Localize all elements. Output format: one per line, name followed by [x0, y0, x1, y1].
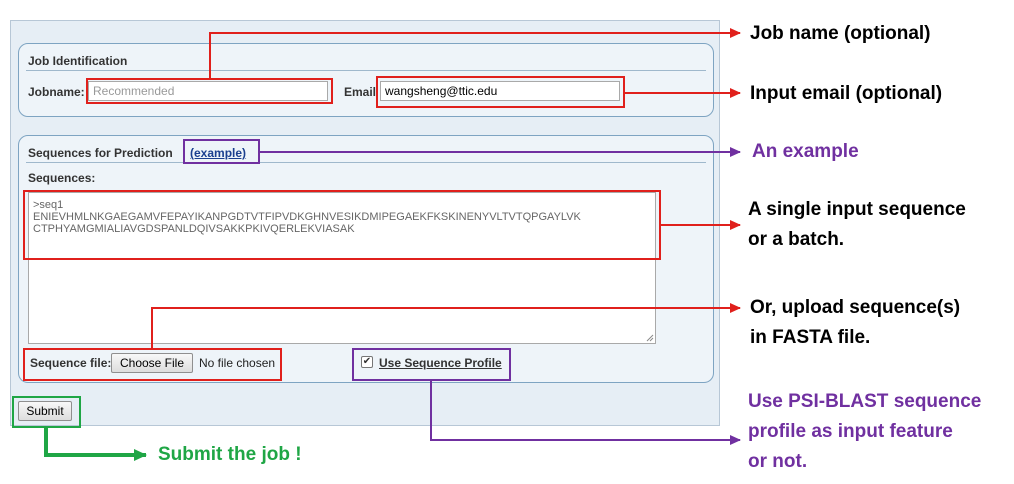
sequence-highlight — [23, 190, 661, 260]
annotation-psiblast-3: or not. — [748, 451, 808, 472]
annotation-single-seq-2: or a batch. — [748, 229, 845, 250]
no-file-text: No file chosen — [199, 356, 276, 370]
sequences-label: Sequences: — [28, 171, 96, 185]
arrow-jobname-icon — [209, 28, 741, 78]
arrow-upload-icon — [151, 303, 741, 348]
annotation-psiblast-1: Use PSI-BLAST sequence — [748, 391, 982, 412]
arrow-submit-icon — [44, 428, 147, 461]
use-profile-label[interactable]: Use Sequence Profile — [379, 356, 502, 370]
arrow-psiblast-icon — [430, 381, 741, 445]
example-highlight — [183, 139, 260, 164]
resize-handle-icon[interactable] — [646, 334, 654, 342]
job-identification-fieldset — [18, 43, 714, 117]
legend-separator — [26, 162, 706, 163]
jobname-label: Jobname: — [28, 85, 85, 99]
annotation-psiblast-2: profile as input feature — [748, 421, 953, 442]
profile-highlight — [352, 348, 511, 381]
file-highlight — [23, 348, 282, 381]
annotation-submit: Submit the job ! — [158, 444, 302, 465]
annotation-upload-1: Or, upload sequence(s) — [750, 297, 961, 318]
jobname-highlight — [86, 78, 333, 104]
submit-highlight — [12, 396, 81, 428]
job-identification-legend: Job Identification — [28, 54, 128, 68]
checkmark-icon: ✔ — [362, 356, 372, 367]
jobname-input[interactable]: Recommended — [88, 81, 328, 101]
email-label: Email — [344, 85, 377, 99]
sequences-textarea[interactable]: >seq1 ENIEVHMLNKGAEGAMVFEPAYIKANPGDTVTFI… — [28, 192, 656, 344]
annotation-upload-2: in FASTA file. — [750, 327, 871, 348]
annotation-input-email: Input email (optional) — [750, 83, 943, 104]
sequences-legend: Sequences for Prediction — [28, 146, 173, 160]
submit-button[interactable]: Submit — [18, 401, 72, 421]
choose-file-button[interactable]: Choose File — [111, 353, 193, 373]
annotation-example: An example — [752, 141, 859, 162]
sequence-file-label: Sequence file: — [30, 356, 112, 370]
email-input[interactable]: wangsheng@ttic.edu — [380, 81, 620, 101]
example-link[interactable]: (example) — [190, 146, 247, 160]
use-profile-checkbox[interactable]: ✔ — [361, 356, 373, 368]
annotation-single-seq-1: A single input sequence — [748, 199, 966, 220]
legend-separator — [26, 70, 706, 71]
annotation-job-name: Job name (optional) — [750, 23, 931, 44]
email-highlight — [376, 76, 625, 108]
